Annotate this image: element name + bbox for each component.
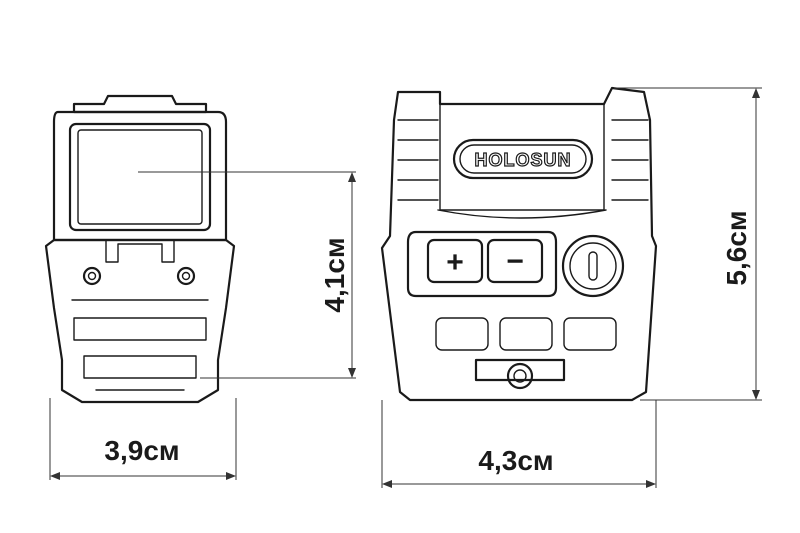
battery-cap[interactable] [561,234,625,298]
side-height-label: 5,6см [721,210,752,285]
front-height-label: 4,1см [319,237,350,312]
plus-button-label: + [446,246,464,279]
side-width-label: 4,3см [478,445,553,476]
front-top-hood [72,94,208,114]
brand-logo-text: HOLOSUN [475,150,572,170]
front-lens-inner [77,129,203,225]
front-height-dimension [348,172,356,378]
minus-button[interactable] [486,238,544,284]
front-width-label: 3,9см [104,435,179,466]
side-housing [380,86,658,402]
battery-cap-slot-icon [588,251,598,281]
front-screw-right [176,266,196,286]
front-housing [52,110,228,242]
front-view [44,94,236,404]
mount-screw [506,362,534,390]
plus-button[interactable] [426,238,484,284]
front-lens-window [68,122,212,232]
minus-button-label: − [506,245,524,278]
front-battery-tab [105,239,175,263]
brand-logo-badge [452,138,594,180]
front-mount-body [44,238,236,404]
front-width-dimension [49,398,237,480]
button-panel [406,230,558,298]
front-screw-left [82,266,102,286]
side-view: HOLOSUN + − [380,86,658,402]
side-width-dimension [381,400,657,488]
side-height-dimension [752,88,760,400]
